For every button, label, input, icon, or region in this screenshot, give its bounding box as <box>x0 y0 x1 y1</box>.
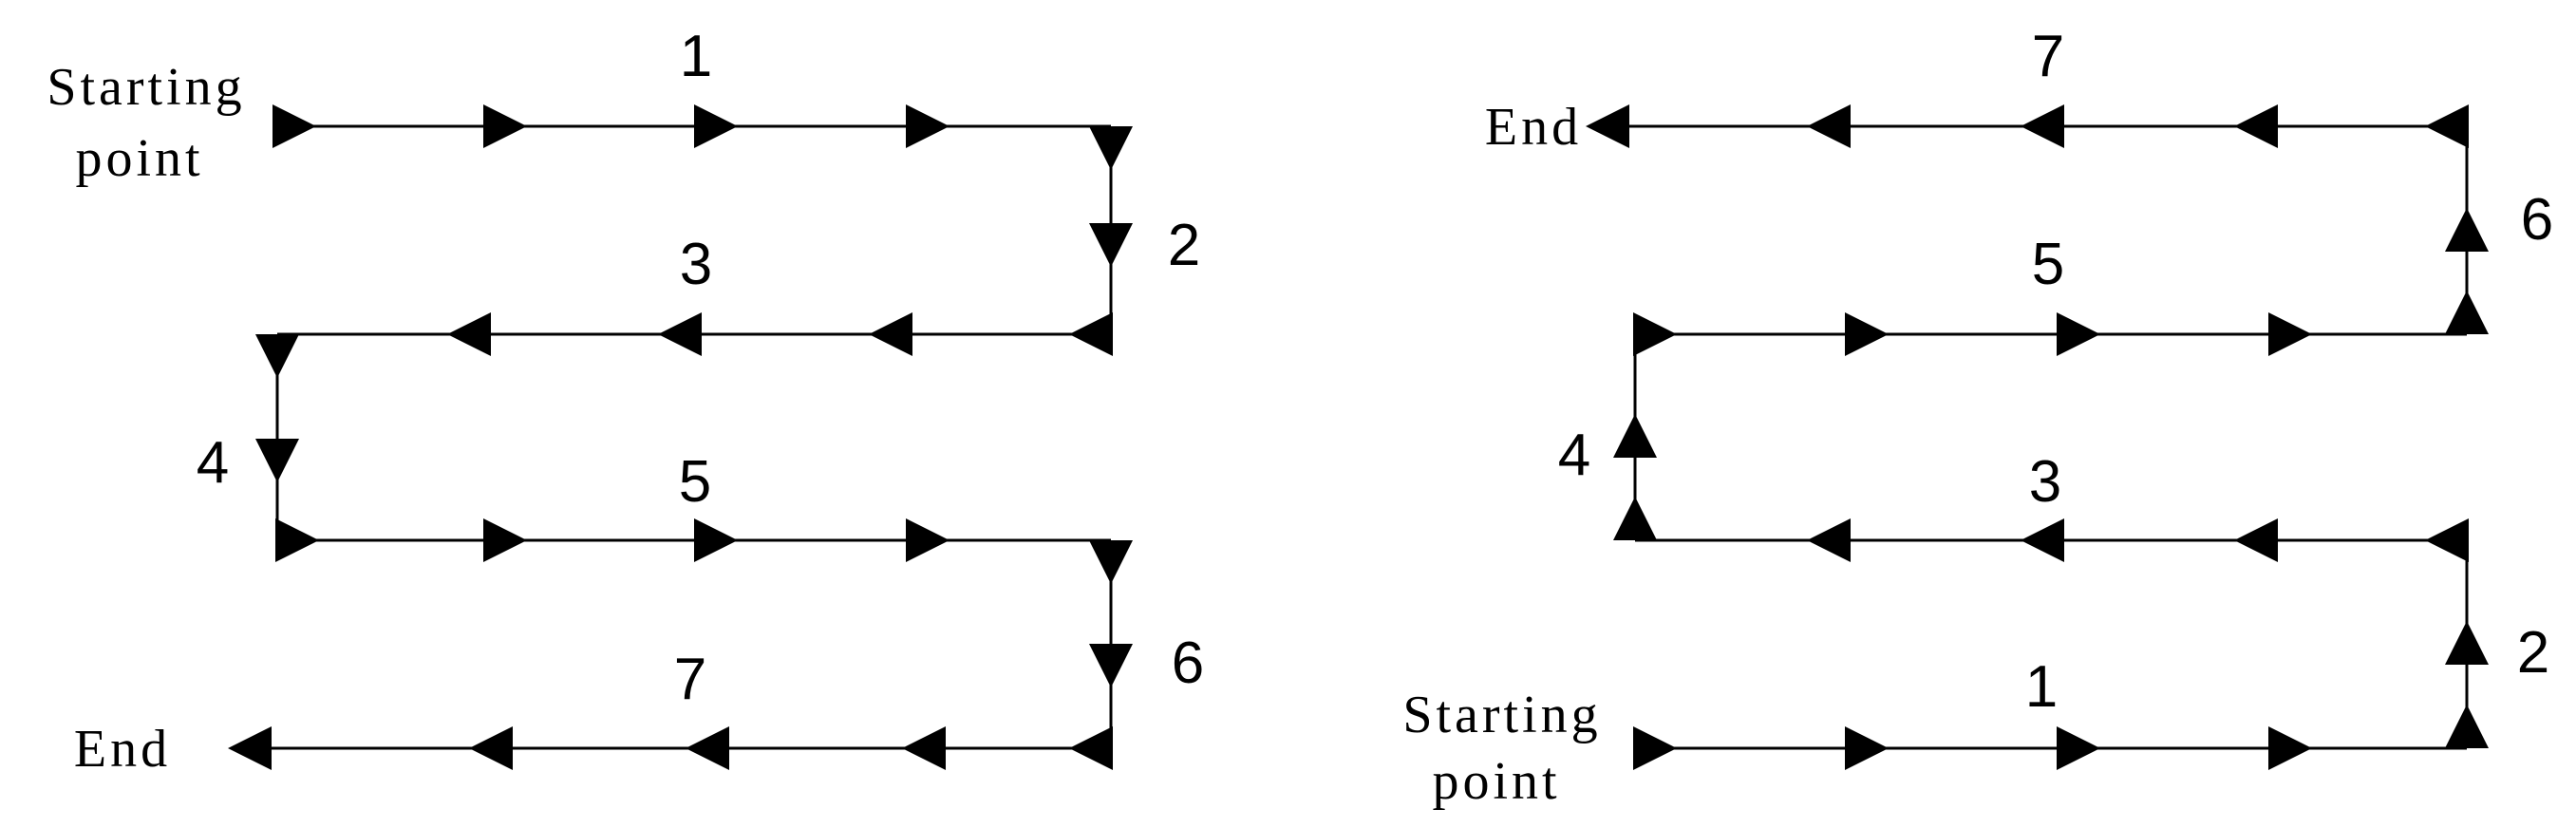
arrow-right-icon <box>694 104 738 148</box>
arrow-left-icon <box>1069 312 1113 356</box>
right-starting-point-label-line1: Starting <box>1402 686 1601 744</box>
left-diagram: 1 2 3 4 5 6 7 Starting point End <box>47 24 1204 779</box>
left-segment-1-label: 1 <box>680 24 712 89</box>
arrow-down-icon <box>1089 223 1133 267</box>
arrow-up-icon <box>1613 497 1657 540</box>
arrow-up-icon <box>2445 621 2489 665</box>
arrow-down-icon <box>1089 126 1133 170</box>
arrow-left-icon <box>658 312 702 356</box>
left-segment-5-label: 5 <box>679 449 711 515</box>
arrow-left-icon <box>2234 104 2278 148</box>
arrow-left-icon <box>1807 104 1851 148</box>
arrow-up-icon <box>2445 208 2489 252</box>
arrow-up-icon <box>2445 705 2489 748</box>
right-segment-2-label: 2 <box>2517 620 2549 686</box>
left-segment-6-label: 6 <box>1172 630 1204 696</box>
right-segment-5-label: 5 <box>2032 232 2064 297</box>
arrow-left-icon <box>2425 518 2469 562</box>
arrow-left-icon <box>1069 726 1113 770</box>
left-end-label: End <box>74 720 171 779</box>
right-segment-1-label: 1 <box>2025 654 2058 720</box>
arrow-left-icon <box>469 726 513 770</box>
left-segment-2-label: 2 <box>1168 213 1200 278</box>
right-segment-7-label: 7 <box>2032 24 2064 89</box>
arrow-right-icon <box>483 104 527 148</box>
arrow-left-icon <box>2234 518 2278 562</box>
arrow-right-icon <box>1845 726 1889 770</box>
arrow-left-icon <box>869 312 912 356</box>
arrow-left-icon <box>447 312 491 356</box>
arrow-left-icon <box>228 726 272 770</box>
right-segment-6-label: 6 <box>2521 187 2553 253</box>
arrow-right-icon <box>1633 726 1677 770</box>
arrow-right-icon <box>275 518 319 562</box>
arrow-right-icon <box>2057 726 2100 770</box>
arrow-right-icon <box>273 104 316 148</box>
arrow-right-icon <box>906 104 950 148</box>
arrow-up-icon <box>1613 414 1657 458</box>
arrow-right-icon <box>906 518 950 562</box>
right-starting-point-label-line2: point <box>1432 752 1560 811</box>
arrow-right-icon <box>694 518 738 562</box>
arrow-left-icon <box>2021 104 2064 148</box>
arrow-left-icon <box>1807 518 1851 562</box>
arrow-right-icon <box>1633 312 1677 356</box>
arrow-down-icon <box>1089 644 1133 687</box>
arrow-up-icon <box>2445 291 2489 334</box>
left-segment-3-label: 3 <box>680 232 712 297</box>
arrow-left-icon <box>902 726 946 770</box>
arrow-right-icon <box>1845 312 1889 356</box>
right-segment-4-label: 4 <box>1558 423 1590 488</box>
arrow-left-icon <box>2021 518 2064 562</box>
right-segment-3-label: 3 <box>2029 449 2061 515</box>
right-diagram: 1 2 3 4 5 6 7 Starting point End <box>1402 24 2553 811</box>
arrow-left-icon <box>686 726 729 770</box>
arrow-down-icon <box>1089 540 1133 584</box>
right-end-label: End <box>1485 98 1582 157</box>
left-segment-7-label: 7 <box>674 647 706 712</box>
arrow-right-icon <box>2268 312 2312 356</box>
arrow-right-icon <box>483 518 527 562</box>
left-starting-point-label-line2: point <box>75 129 203 188</box>
arrow-right-icon <box>2057 312 2100 356</box>
arrow-down-icon <box>255 439 299 482</box>
left-starting-point-label-line1: Starting <box>47 58 245 117</box>
arrow-down-icon <box>255 334 299 378</box>
arrow-left-icon <box>1586 104 1629 148</box>
left-segment-4-label: 4 <box>197 430 229 496</box>
arrow-left-icon <box>2425 104 2469 148</box>
arrow-right-icon <box>2268 726 2312 770</box>
